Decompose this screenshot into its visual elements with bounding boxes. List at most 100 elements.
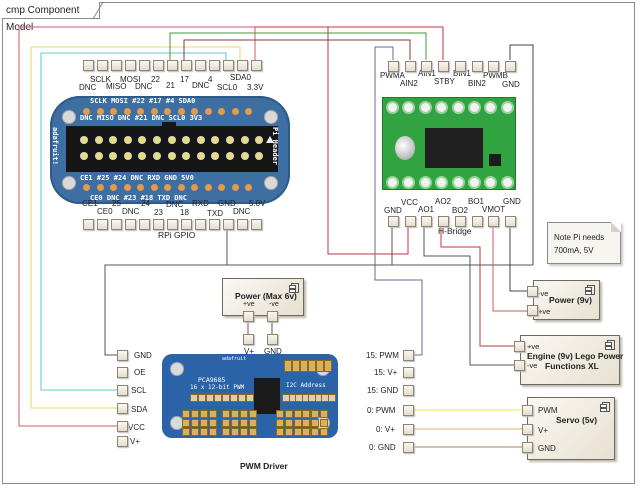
rpi-gpio-pin[interactable] [167, 60, 178, 71]
rpi-gpio-pin[interactable] [97, 60, 108, 71]
hbridge-hole [418, 101, 432, 114]
rpi-gpio-pin[interactable] [97, 219, 108, 230]
rpi-label-mosi: MOSI [120, 75, 141, 84]
solder-pad [231, 108, 239, 115]
pwm-driver-board-image: PCA9685 16 x 12-bit PWM I2C Address adaf… [162, 354, 338, 438]
pwm-header-pin [200, 419, 208, 427]
rpi-gpio-pin[interactable] [237, 60, 248, 71]
rpi-gpio-pin[interactable] [209, 60, 220, 71]
gpio-header-pin [138, 152, 147, 160]
rpi-gpio-pin[interactable] [251, 219, 262, 230]
hb-label-pwma: PWMA [380, 71, 405, 80]
rpi-label-17: 17 [180, 75, 189, 84]
hbridge-pin[interactable] [488, 61, 499, 72]
rpi-gpio-pin[interactable] [209, 219, 220, 230]
pwm-driver-left-pin[interactable] [117, 421, 128, 432]
diagram-frame [2, 2, 635, 484]
rpi-label-sda0: SDA0 [230, 73, 251, 82]
hbridge-hole [435, 101, 449, 114]
silk-top2: DNC MISO DNC #21 DNC SCL0 3V3 [80, 114, 203, 122]
hbridge-pin[interactable] [405, 61, 416, 72]
pwm-driver-right-pin[interactable] [403, 385, 414, 396]
rpi-gpio-pin[interactable] [195, 60, 206, 71]
rpi-gpio-pin[interactable] [153, 219, 164, 230]
rpi-gpio-pin[interactable] [139, 60, 150, 71]
power9-plus-port[interactable] [527, 305, 538, 316]
rpi-label-dnc: DNC [122, 207, 140, 216]
rpi-gpio-pin[interactable] [83, 219, 94, 230]
hbridge-pin[interactable] [405, 216, 416, 227]
hbridge-hole [500, 176, 514, 189]
rpi-gpio-pin[interactable] [125, 219, 136, 230]
hbridge-pin[interactable] [421, 61, 432, 72]
pwm-driver-left-pin[interactable] [117, 350, 128, 361]
power9-minus-port[interactable] [527, 286, 538, 297]
rpi-label-dnc: DNC [79, 83, 97, 92]
rpi-gpio-pin[interactable] [195, 219, 206, 230]
pwm-header-pin [240, 419, 248, 427]
power6-plus-port[interactable] [243, 311, 254, 322]
hbridge-pin[interactable] [472, 216, 483, 227]
hbridge-pin[interactable] [455, 216, 466, 227]
solder-pad [137, 184, 144, 191]
rpi-gpio-pin[interactable] [251, 60, 262, 71]
rpi-gpio-pin[interactable] [139, 219, 150, 230]
power-9v-component[interactable]: -ve Power (9v) +ve [533, 280, 600, 320]
engine-minus-port[interactable] [514, 360, 525, 371]
rpi-gpio-pin[interactable] [223, 219, 234, 230]
rpi-gpio-pin[interactable] [83, 60, 94, 71]
servo-component[interactable]: PWM Servo (5v) V+ GND [527, 397, 615, 460]
engine-component[interactable]: +ve Engine (9v) Lego Power -ve Functions… [520, 335, 623, 385]
power6-minus-port[interactable] [267, 311, 278, 322]
gpio-header-pin [153, 152, 161, 160]
pwm-address-jumper [324, 360, 332, 372]
pwm-driver-right-pin[interactable] [403, 405, 414, 416]
pwm-driver-left-pin[interactable] [117, 385, 128, 396]
rpi-label-ce0: CE0 [97, 207, 113, 216]
rpi-gpio-pin[interactable] [111, 219, 122, 230]
hbridge-pin[interactable] [388, 61, 399, 72]
pwm-driver-left-pin[interactable] [117, 367, 128, 378]
servo-gnd-port[interactable] [522, 442, 533, 453]
power6-gnd-pin[interactable] [267, 334, 278, 345]
hbridge-pin[interactable] [505, 216, 516, 227]
pwm-driver-right-pin[interactable] [403, 424, 414, 435]
rpi-gpio-pin[interactable] [223, 60, 234, 71]
component-icon [289, 283, 299, 293]
rpi-label-dnc: DNC [233, 207, 251, 216]
servo-pwm-port[interactable] [522, 405, 533, 416]
rpi-gpio-pin[interactable] [111, 60, 122, 71]
hbridge-pin[interactable] [438, 61, 449, 72]
pwm-label-15-vplus: 15: V+ [374, 368, 398, 377]
hbridge-pin[interactable] [488, 216, 499, 227]
power6-out-vplus: V+ [244, 347, 255, 356]
pwm-header-pin [231, 419, 239, 427]
pwm-driver-right-pin[interactable] [403, 350, 414, 361]
power6-vplus-pin[interactable] [243, 334, 254, 345]
rpi-gpio-pin[interactable] [181, 219, 192, 230]
rpi-gpio-pin[interactable] [181, 60, 192, 71]
rpi-gpio-pin[interactable] [237, 219, 248, 230]
pwm-driver-right-pin[interactable] [403, 367, 414, 378]
hbridge-pin[interactable] [472, 61, 483, 72]
hbridge-pin[interactable] [388, 216, 399, 227]
pwm-driver-left-pin[interactable] [117, 403, 128, 414]
engine-plus-port[interactable] [514, 341, 525, 352]
hbridge-pin[interactable] [421, 216, 432, 227]
hbridge-board-image [382, 97, 516, 190]
pwm-driver-right-pin[interactable] [403, 442, 414, 453]
gpio-header-pin [182, 136, 191, 144]
rpi-gpio-pin[interactable] [167, 219, 178, 230]
hbridge-pin[interactable] [455, 61, 466, 72]
hbridge-pin[interactable] [438, 216, 449, 227]
rpi-label-miso: MISO [106, 82, 127, 91]
pwm-label-oe: OE [134, 368, 146, 377]
rpi-gpio-pin[interactable] [125, 60, 136, 71]
power6-title: Power (Max 6v) [235, 291, 297, 301]
power-max6v-component[interactable]: Power (Max 6v) +ve -ve [222, 278, 304, 316]
hbridge-pin[interactable] [505, 61, 516, 72]
servo-vplus-port[interactable] [522, 424, 533, 435]
rpi-label-txd: TXD [207, 209, 223, 218]
pwm-driver-left-pin[interactable] [117, 436, 128, 447]
rpi-gpio-pin[interactable] [153, 60, 164, 71]
